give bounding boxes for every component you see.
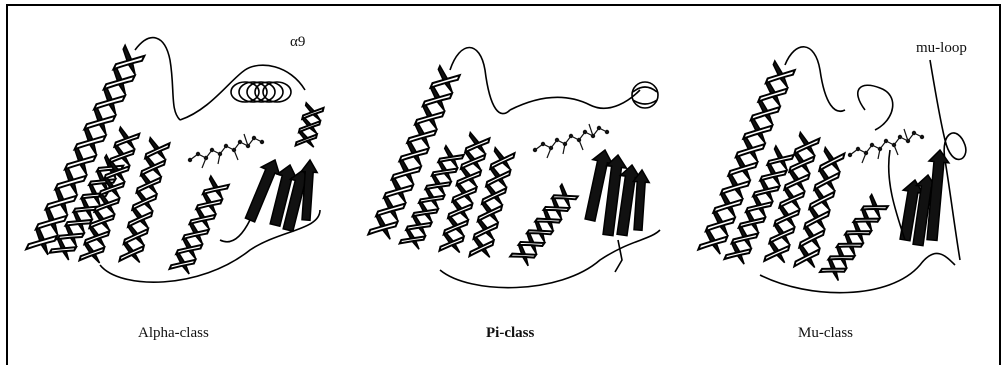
helix-m-right-lower	[820, 194, 888, 280]
helix-turn-front	[837, 244, 863, 247]
loop-m-upper	[858, 85, 893, 130]
ligand-atom	[577, 138, 581, 142]
ligand-atom	[848, 153, 852, 157]
helix-m-center-1	[764, 132, 819, 262]
ligand-atom	[583, 130, 587, 134]
ligand-atom	[605, 130, 609, 134]
loop-a-strand	[220, 220, 250, 242]
mu-loop-label: mu-loop	[916, 40, 967, 57]
ligand-bonds	[850, 133, 922, 155]
ligand-atom	[188, 158, 192, 162]
helix-turn-front	[820, 269, 846, 272]
alpha-class-structure	[20, 10, 330, 320]
ligand-atom	[210, 148, 214, 152]
strand-p-4	[633, 170, 649, 230]
ligand-atom	[856, 147, 860, 151]
ligand-atom	[920, 135, 924, 139]
ligand-atom	[892, 143, 896, 147]
pi-class-structure	[360, 10, 670, 320]
alpha9-helix-coil	[231, 82, 291, 102]
ligand-atom	[912, 131, 916, 135]
pi-class-ribbon-diagram	[360, 10, 670, 320]
helix-turn-front	[552, 195, 578, 199]
helix-p-right-lower	[510, 184, 578, 266]
pi-class-caption: Pi-class	[486, 325, 534, 342]
ligand-mu	[848, 129, 924, 163]
helix-turn-front	[58, 234, 84, 240]
ligand-atom	[204, 156, 208, 160]
helix-turn-front	[510, 254, 536, 258]
alpha-class-caption: Alpha-class	[138, 325, 209, 342]
loop-p-top	[450, 48, 510, 114]
helix-turn-front	[828, 256, 854, 259]
pi-globular-helix	[632, 82, 658, 108]
loop-a-upper	[180, 65, 305, 120]
helix-turn-front	[853, 219, 879, 222]
ligand-atom	[878, 147, 882, 151]
ligand-atom	[864, 151, 868, 155]
ligand-pi	[533, 124, 609, 158]
ligand-bonds	[190, 138, 262, 160]
ligand-atom	[232, 148, 236, 152]
loop-p-upper	[510, 90, 640, 110]
helix-turn-front	[535, 219, 561, 223]
loop-m-bottom	[760, 253, 955, 292]
ligand-atom	[224, 144, 228, 148]
ligand-alpha	[188, 134, 264, 168]
alpha-class-ribbon-diagram	[20, 10, 330, 320]
helix-turn-front	[527, 230, 553, 234]
helix-a-right-lower	[170, 176, 229, 274]
loop-a-top	[135, 38, 180, 120]
helix-turn-front	[519, 242, 545, 246]
ligand-atom	[533, 148, 537, 152]
ligand-atom	[870, 143, 874, 147]
ligand-atom	[238, 140, 242, 144]
mu-class-caption: Mu-class	[798, 325, 853, 342]
frame-border-top	[6, 4, 1001, 6]
strand-a-4	[301, 160, 317, 220]
loop-p-tail	[615, 240, 622, 272]
globe-band	[633, 100, 657, 104]
helix-turn-front	[50, 247, 76, 253]
ligand-atom	[884, 139, 888, 143]
ligand-atom	[563, 142, 567, 146]
ligand-atom	[569, 134, 573, 138]
alpha9-helix-label: α9	[290, 34, 305, 51]
ligand-atom	[246, 144, 250, 148]
globe-band	[633, 87, 657, 92]
ligand-atom	[906, 139, 910, 143]
ligand-atom	[218, 152, 222, 156]
ligand-atom	[898, 135, 902, 139]
ligand-atom	[252, 136, 256, 140]
ligand-atom	[541, 142, 545, 146]
helix-turn-front	[862, 206, 888, 209]
ligand-atom	[597, 126, 601, 130]
loop-m-top	[785, 47, 845, 111]
ligand-atom	[549, 146, 553, 150]
helix-turn-front	[65, 220, 91, 226]
ligand-atom	[260, 140, 264, 144]
ligand-atom	[555, 138, 559, 142]
ligand-bonds	[535, 128, 607, 150]
ligand-atom	[591, 134, 595, 138]
helix-turn-front	[845, 231, 871, 234]
alpha9-turn	[247, 82, 275, 102]
helix-turn-front	[544, 207, 570, 211]
frame-border-left	[6, 4, 8, 365]
helix-a-right-small	[296, 103, 324, 147]
ligand-atom	[196, 152, 200, 156]
